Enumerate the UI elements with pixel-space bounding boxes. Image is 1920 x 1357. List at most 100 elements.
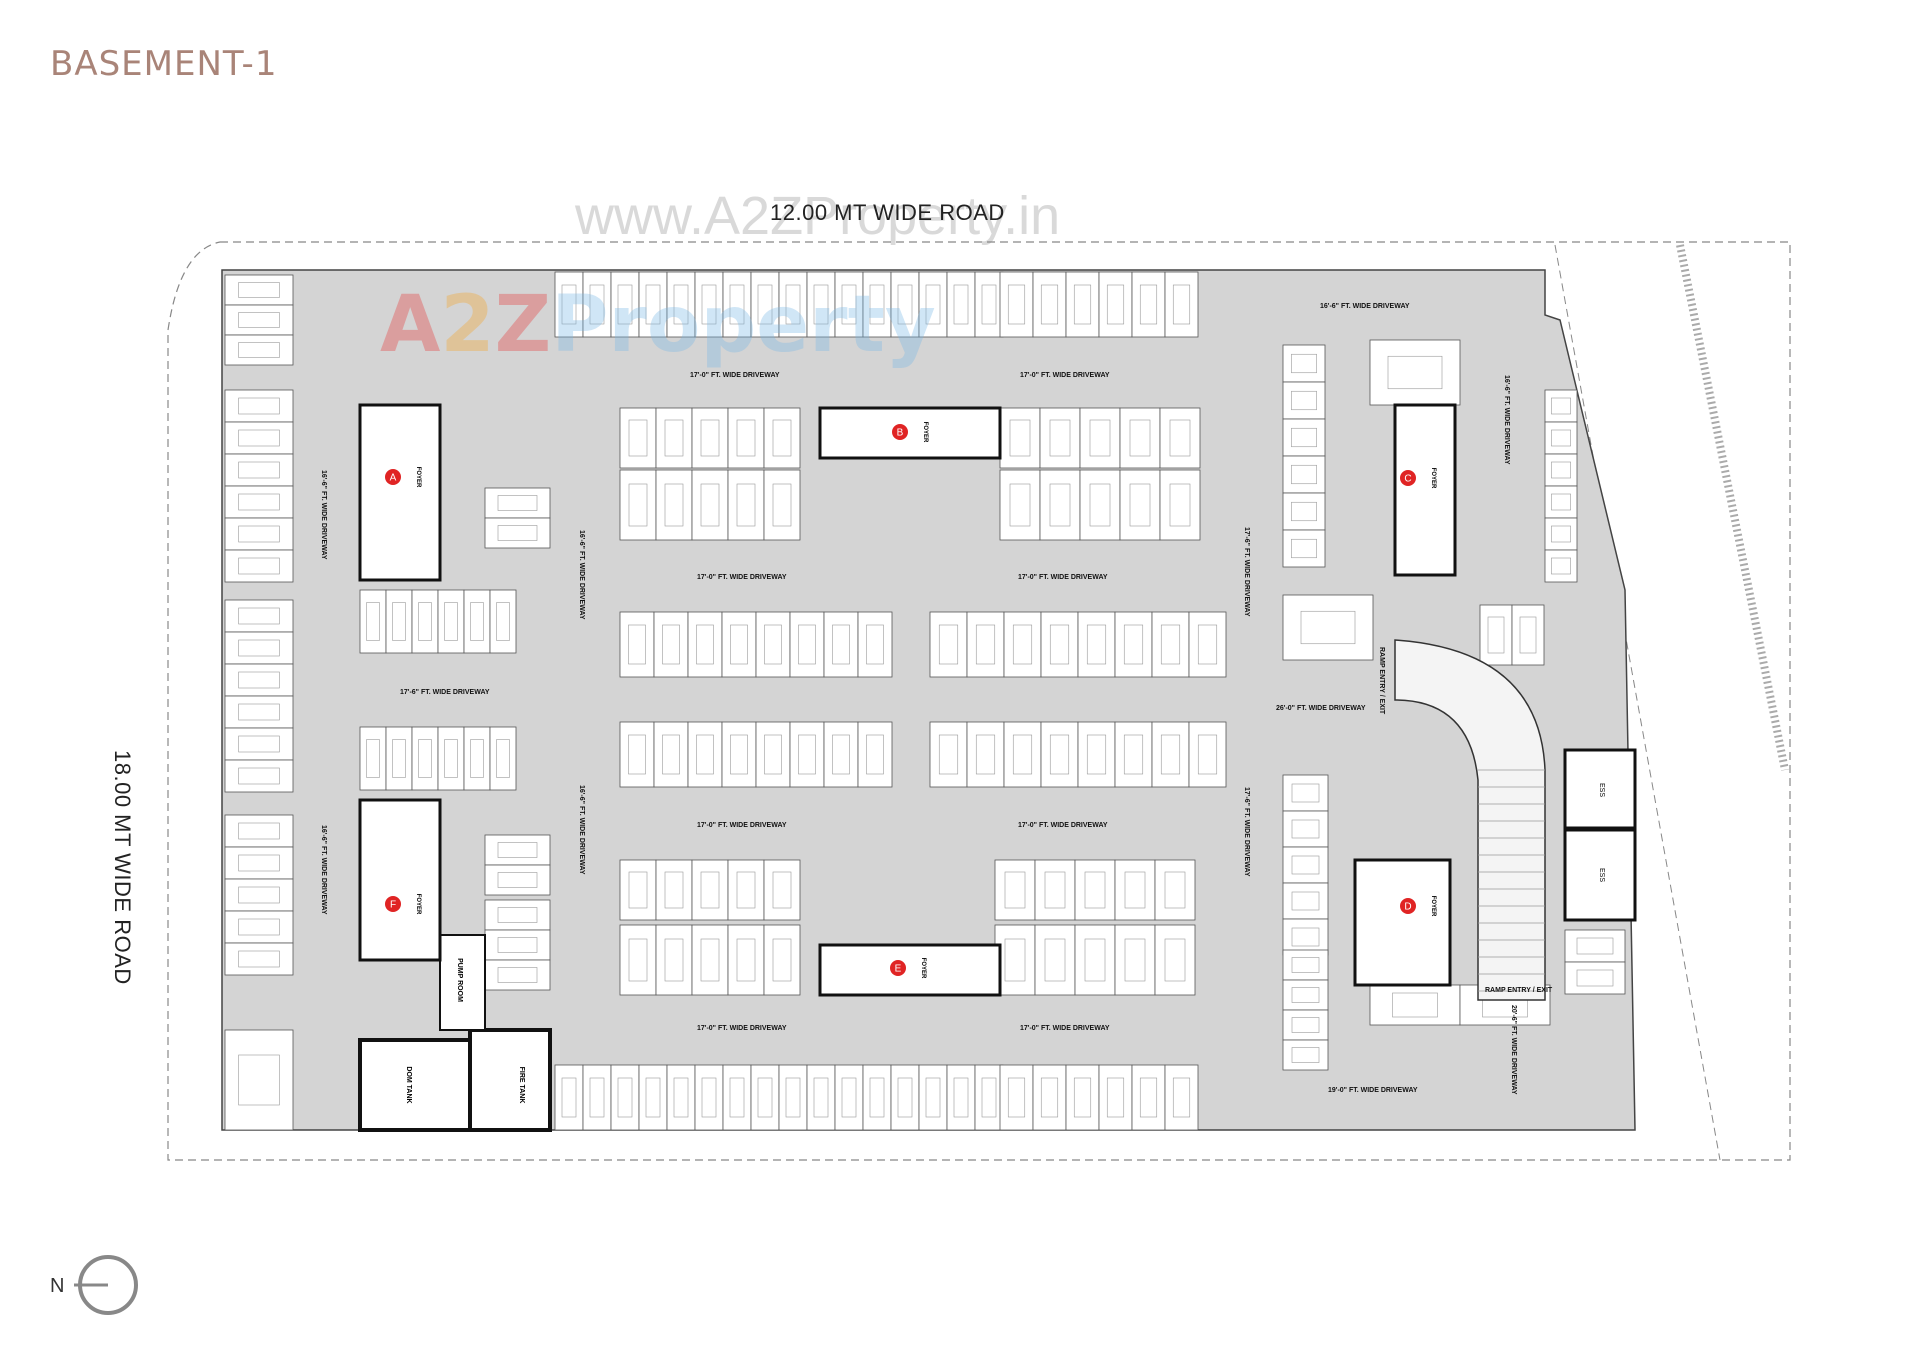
car-outline [617, 284, 633, 325]
car-outline [470, 602, 484, 641]
parking-bay [484, 899, 551, 931]
car-outline [1551, 493, 1571, 511]
parking-bay-row [619, 859, 801, 921]
parking-bay-row [1479, 604, 1545, 666]
parking-bay [437, 589, 465, 654]
car-outline [1291, 427, 1317, 448]
watermark-url: www.A2ZProperty.in [575, 186, 1061, 246]
car-outline [444, 739, 458, 778]
driveway-label: 17'-0" FT. WIDE DRIVEWAY [1020, 372, 1110, 379]
car-outline [1551, 397, 1571, 415]
parking-bay [484, 834, 551, 866]
parking-bay [1098, 1064, 1133, 1131]
parking-bay [1511, 604, 1545, 666]
car-outline [1164, 938, 1186, 982]
foyer-label: FOYER [1430, 468, 1436, 489]
parking-bay [1065, 1064, 1100, 1131]
parking-bays [224, 271, 1626, 1131]
parking-bay [1164, 1064, 1199, 1131]
car-outline [497, 842, 538, 858]
parking-bay [789, 611, 825, 678]
parking-bay [687, 611, 723, 678]
parking-bay [823, 611, 859, 678]
parking-bay [1034, 924, 1076, 996]
car-outline [736, 483, 756, 527]
car-outline [673, 1077, 689, 1118]
car-outline [628, 624, 646, 665]
parking-bay [619, 407, 657, 469]
parking-bay [834, 271, 864, 338]
parking-bay [224, 389, 294, 423]
parking-bay-row [359, 589, 517, 654]
car-outline [1044, 938, 1066, 982]
parking-bay-row [1544, 389, 1578, 583]
car-outline [238, 493, 280, 511]
car-outline [645, 284, 661, 325]
car-outline [841, 1077, 857, 1118]
parking-bay [411, 726, 439, 791]
parking-bay-row [1282, 594, 1374, 661]
car-outline [1551, 429, 1571, 447]
car-outline [589, 284, 605, 325]
parking-bay-row [999, 469, 1201, 541]
parking-bay [691, 469, 729, 541]
car-outline [866, 734, 884, 775]
parking-bay [857, 721, 893, 788]
car-outline [664, 419, 684, 457]
car-outline [664, 483, 684, 527]
lift-core: C FOYER [1393, 403, 1457, 577]
core-letter: C [1404, 474, 1411, 485]
car-outline [238, 282, 280, 298]
car-outline [238, 918, 280, 936]
car-outline [662, 734, 680, 775]
parking-bay [727, 924, 765, 996]
fire-tank [468, 1028, 552, 1132]
car-outline [729, 1077, 745, 1118]
plot-boundary [167, 241, 1791, 1161]
parking-bay-row [1369, 339, 1461, 406]
car-outline [238, 703, 280, 721]
car-outline [866, 624, 884, 665]
car-outline [662, 624, 680, 665]
car-outline [736, 871, 756, 909]
car-outline [496, 739, 510, 778]
car-outline [736, 938, 756, 982]
parking-bay [1544, 517, 1578, 551]
parking-bay-row [554, 271, 1004, 338]
parking-bay [694, 1064, 724, 1131]
car-outline [1519, 616, 1537, 654]
car-outline [841, 284, 857, 325]
ess-label-2: ESS [1598, 868, 1605, 882]
parking-bay [224, 759, 294, 793]
car-outline [1106, 1077, 1125, 1118]
car-outline [1169, 419, 1191, 457]
parking-bay [1098, 271, 1133, 338]
parking-bay [763, 924, 801, 996]
car-outline [673, 284, 689, 325]
car-outline [1123, 734, 1144, 775]
car-outline [1387, 355, 1443, 390]
core-letter: D [1404, 902, 1411, 913]
car-outline [925, 1077, 941, 1118]
parking-bay [1282, 774, 1329, 812]
car-outline [730, 624, 748, 665]
parking-bay-row [994, 924, 1196, 996]
car-outline [1172, 284, 1191, 325]
parking-bay-row [619, 611, 893, 678]
car-outline [1044, 871, 1066, 909]
car-outline [238, 461, 280, 479]
parking-bay [1282, 594, 1374, 661]
core-outline [358, 798, 442, 962]
parking-bay [727, 859, 765, 921]
core-marker [385, 896, 401, 912]
parking-bay [722, 1064, 752, 1131]
core-outline [1393, 403, 1457, 577]
parking-bay [1282, 882, 1329, 920]
foyer-label: FOYER [1430, 896, 1436, 917]
driveway-label: 17'-0" FT. WIDE DRIVEWAY [690, 372, 780, 379]
car-outline [444, 602, 458, 641]
car-outline [1291, 855, 1320, 875]
car-outline [1106, 284, 1125, 325]
